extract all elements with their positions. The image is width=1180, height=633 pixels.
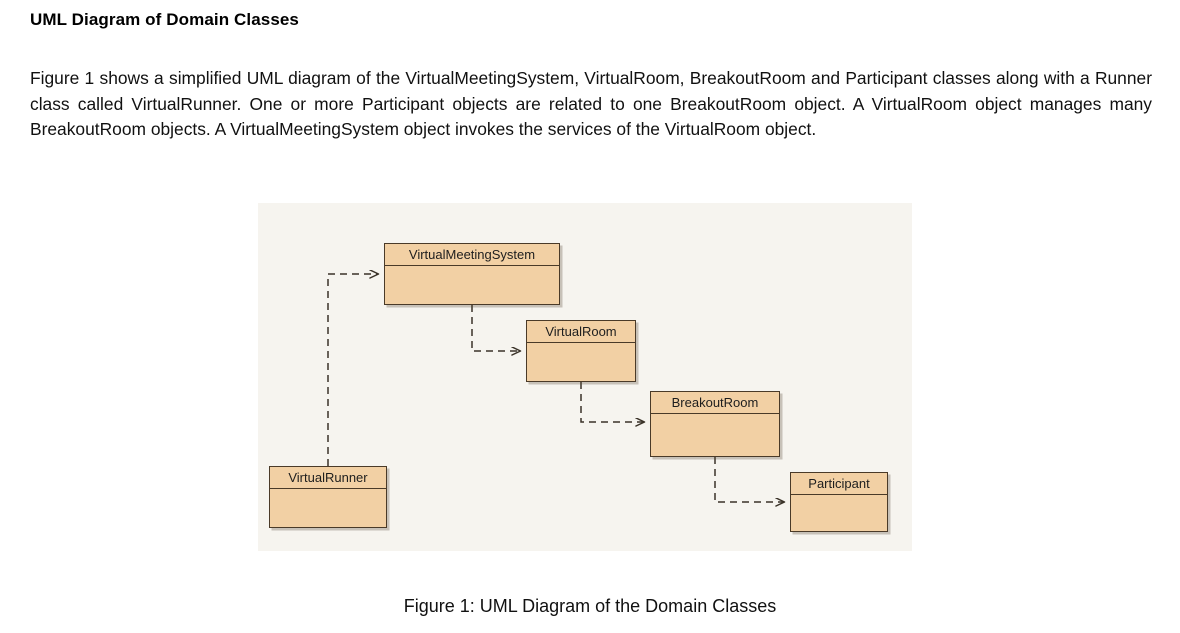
uml-class-breakoutroom[interactable]: BreakoutRoom <box>650 391 780 457</box>
uml-class-members <box>385 266 559 304</box>
page-title: UML Diagram of Domain Classes <box>30 10 299 29</box>
uml-class-virtualroom[interactable]: VirtualRoom <box>526 320 636 382</box>
uml-class-name: Participant <box>791 473 887 495</box>
uml-class-name: VirtualRunner <box>270 467 386 489</box>
connector-virtualrunner-to-virtualmeetingsystem <box>327 274 378 466</box>
uml-class-members <box>527 343 635 381</box>
uml-class-participant[interactable]: Participant <box>790 472 888 532</box>
figure-caption: Figure 1: UML Diagram of the Domain Clas… <box>403 596 777 616</box>
uml-class-name: BreakoutRoom <box>651 392 779 414</box>
uml-diagram-panel: VirtualMeetingSystem VirtualRoom Breakou… <box>258 203 912 551</box>
body-paragraph: Figure 1 shows a simplified UML diagram … <box>30 68 1152 140</box>
uml-class-name: VirtualMeetingSystem <box>385 244 559 266</box>
uml-connectors <box>327 203 912 551</box>
uml-class-virtualrunner[interactable]: VirtualRunner <box>269 466 387 528</box>
connector-virtualroom-to-breakoutroom <box>580 382 644 422</box>
uml-class-virtualmeetingsystem[interactable]: VirtualMeetingSystem <box>384 243 560 305</box>
uml-class-members <box>270 489 386 527</box>
uml-class-members <box>791 495 887 531</box>
uml-class-members <box>651 414 779 456</box>
connector-breakoutroom-to-participant <box>714 457 784 502</box>
uml-class-name: VirtualRoom <box>527 321 635 343</box>
connector-virtualmeetingsystem-to-virtualroom <box>471 305 520 351</box>
